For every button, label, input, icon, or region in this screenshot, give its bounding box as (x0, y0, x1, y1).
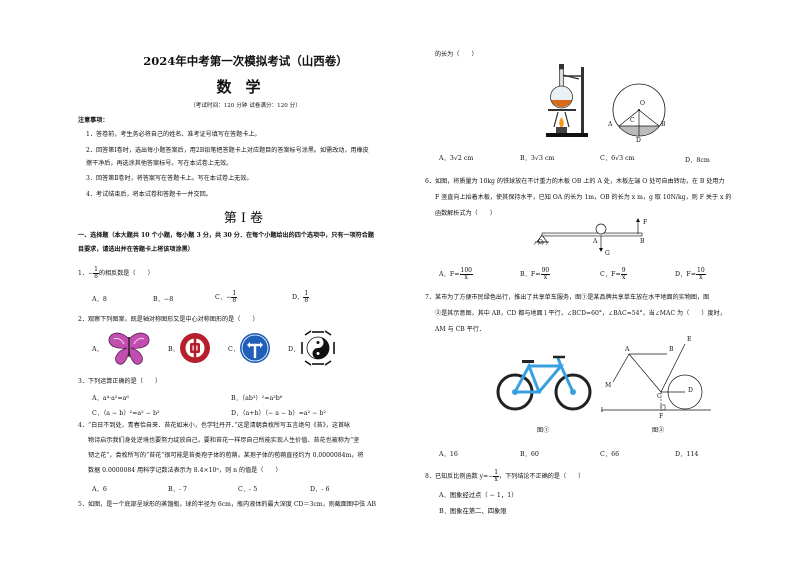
subject-title: 数学 (216, 78, 275, 96)
question-2: 2．观察下列图案，既是轴对称图形又是中心对称图形的是（ ） (78, 316, 259, 323)
note-item: 2．回答第Ⅰ卷时，选出每小题答案后，用2B铅笔把答题卡上对应题目的答案标号涂黑。… (86, 147, 369, 154)
flask-illustration (546, 64, 588, 137)
geo-label-f: F (659, 413, 664, 420)
geo-label-c: C (657, 393, 662, 400)
q3-option-c[interactable]: C．（a − b）²=a² − b² (92, 410, 160, 417)
q4-option-d[interactable]: D．- 6 (310, 486, 330, 493)
road-sign-icon (240, 333, 270, 363)
exam-info: （考试时间：120 分钟 试卷满分：120 分） (190, 103, 301, 109)
q3-option-d[interactable]: D．（a+b）（− a − b）=a² − b² (231, 410, 327, 417)
q2-option-d-label[interactable]: D． (288, 346, 300, 353)
lever-label-a: A (593, 238, 598, 245)
lever-label-o: O (538, 239, 543, 246)
section-heading: 一、选择题（本大题共 10 个小题，每小题 3 分，共 30 分．在每个小题给出… (78, 232, 374, 239)
figure-2-caption: 图② (652, 427, 665, 434)
q7-option-a[interactable]: A．16 (439, 451, 458, 458)
section-heading-cont: 目要求，请选出并在答题卡上将该项涂黑） (78, 246, 194, 253)
q5-option-b[interactable]: B．3√3 cm (520, 155, 555, 162)
geo-label-a: A (625, 346, 630, 353)
lever-diagram (533, 218, 643, 252)
label-c: C (630, 117, 635, 124)
note-item: 3．回答第Ⅱ卷时，将答案写在答题卡上。写在本试卷上无效。 (86, 175, 253, 182)
q2-option-c-label[interactable]: C． (228, 346, 240, 353)
circle-diagram (612, 83, 666, 137)
q5-option-a[interactable]: A．3√2 cm (439, 155, 474, 162)
q7-option-d[interactable]: D．114 (675, 451, 699, 458)
question-5-line: 5．如图，是一个底部呈球形的蒸馏瓶，球的半径为 6cm，瓶内液体的最大深度 CD… (78, 501, 377, 508)
q3-option-a[interactable]: A．a⁴·a²=a⁶ (92, 395, 129, 402)
note-item: 4．考试结束后，将本试卷和答题卡一并交回。 (86, 191, 212, 198)
left-column: 2024年中考第一次模拟考试（山西卷） 数学 （考试时间：120 分钟 试卷满分… (78, 0, 413, 566)
q5-option-d[interactable]: D．8cm (685, 157, 710, 164)
geo-label-l: l (601, 407, 603, 414)
note-item: 1．答卷前，考生务必将自己的姓名、准考证号填写在答题卡上。 (86, 131, 261, 138)
label-b: B (661, 121, 666, 128)
question-4-line: 韧之花”，袁枚所写的“苔花”很可能是苔类孢子体的苞蒴，某孢子体的苞蒴直径约为 0… (88, 452, 364, 459)
question-4-line: 数据 0.0000084 用科学记数法表示为 8.4×10ⁿ，则 n 的值是（ … (88, 467, 282, 474)
question-4-line: 物诗启示我们身处逆境也要努力绽放自己，要和苔花一样尽自己所能实现人生价值．苔花也… (88, 437, 360, 444)
question-7-line: ②是其示意图，其中 AB，CD 都与地面 l 平行，∠BCD=60°，∠BAC=… (435, 310, 726, 317)
geo-label-e: E (687, 336, 692, 343)
figure-1-caption: 图① (537, 427, 550, 434)
q4-option-c[interactable]: C．- 5 (238, 486, 258, 493)
bicycle-illustration (496, 355, 592, 411)
lever-label-b: B (640, 238, 645, 245)
question-6-line: 函数解析式为（ ） (435, 210, 496, 217)
q2-option-b-label[interactable]: B． (168, 346, 179, 353)
notes-heading: 注意事项： (78, 117, 109, 124)
bagua-icon (301, 330, 335, 366)
q1-option-a[interactable]: A．8 (92, 296, 107, 303)
question-3: 3．下列运算正确的是（ ） (78, 378, 162, 385)
q2-option-a-label[interactable]: A． (92, 346, 103, 353)
lever-label-g: G (605, 250, 610, 257)
geo-label-b: B (669, 346, 674, 353)
q7-option-c[interactable]: C．66 (600, 451, 620, 458)
q3-option-b[interactable]: B．（ab³）²=a²b⁶ (231, 395, 283, 402)
question-6-line: 6．如图，将质量为 10kg 的铁球放在不计重力的木板 OB 上的 A 处，木板… (425, 178, 725, 185)
question-4-line: 4．“白日不到处，青春恰自来．苔花如米小，也学牡丹开．”这是清朝袁枚所写五言绝句… (78, 422, 351, 429)
lever-label-f: F (643, 219, 648, 226)
q8-option-a[interactable]: A．图象经过点（ − 1，1） (439, 492, 518, 499)
q8-option-b[interactable]: B．图象在第二、四象限 (439, 508, 507, 515)
label-d: D (636, 137, 641, 144)
q4-option-a[interactable]: A．6 (92, 486, 107, 493)
q4-option-b[interactable]: B．- 7 (168, 486, 188, 493)
q7-option-b[interactable]: B．60 (520, 451, 539, 458)
q5-option-c[interactable]: C．6√3 cm (600, 155, 635, 162)
label-a: A (608, 121, 613, 128)
right-column: 的长为（ ） O A B C D A．3√2 cm B．3√3 cm C．6√3… (425, 0, 780, 566)
q1-option-b[interactable]: B．−8 (153, 296, 174, 303)
bank-logo-icon (180, 333, 210, 363)
question-7-line: 7．某市为了方便市民绿色出行，推出了共享单车服务，图①是某品牌共享单车放在水平地… (425, 294, 710, 301)
geometry-diagram (601, 343, 711, 411)
label-o: O (640, 100, 645, 107)
geo-label-d: D (688, 387, 693, 394)
question-5-cont: 的长为（ ） (435, 51, 478, 58)
note-item: 擦干净后，再选涂其他答案标号。写在本试卷上无效。 (86, 160, 233, 167)
question-7-line: AM 与 CB 平行． (435, 326, 485, 333)
butterfly-icon (108, 332, 150, 365)
exam-title: 2024年中考第一次模拟考试（山西卷） (143, 54, 348, 68)
geo-label-m: M (605, 382, 612, 389)
question-6-line: F 竖直向上抬着木板，使其保持水平，已知 OA 的长为 1m，OB 的长为 x … (435, 194, 732, 201)
volume-title: 第Ⅰ卷 (223, 211, 268, 226)
